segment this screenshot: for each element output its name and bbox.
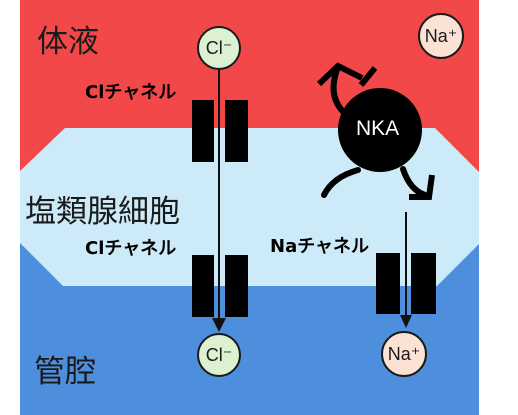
na-ion-top: Na⁺ (418, 13, 464, 59)
cl-channel-bottom-left (192, 255, 214, 317)
cl-channel-bottom-right (225, 255, 248, 317)
cl-channel-bottom-label: Clチャネル (85, 238, 177, 259)
body-fluid-label: 体液 (37, 24, 99, 60)
cl-channel-top-left (192, 100, 214, 162)
na-ion-bottom: Na⁺ (381, 331, 427, 377)
na-channel-label: Naチャネル (270, 236, 370, 257)
nka-lower-arrowhead (409, 174, 435, 200)
lumen-label: 管腔 (34, 354, 96, 390)
gland-cell-label: 塩類腺細胞 (25, 194, 180, 230)
na-channel-right (411, 253, 436, 314)
nka-lower-right-curve (400, 166, 428, 198)
na-arrowhead (400, 315, 412, 328)
nka-label: NKA (356, 117, 400, 140)
cl-channel-top-label: Clチャネル (85, 82, 177, 103)
nka-pump (338, 88, 422, 172)
cl-ion-bottom: Cl⁻ (197, 333, 241, 377)
nka-lower-curve (321, 167, 361, 198)
cl-arrowhead (212, 318, 226, 332)
na-channel-left (376, 253, 400, 314)
cl-channel-top-right (225, 100, 248, 162)
nka-stub-upper (358, 66, 378, 87)
nka-upper-arrowhead (316, 62, 364, 87)
cl-ion-top: Cl⁻ (197, 26, 241, 70)
